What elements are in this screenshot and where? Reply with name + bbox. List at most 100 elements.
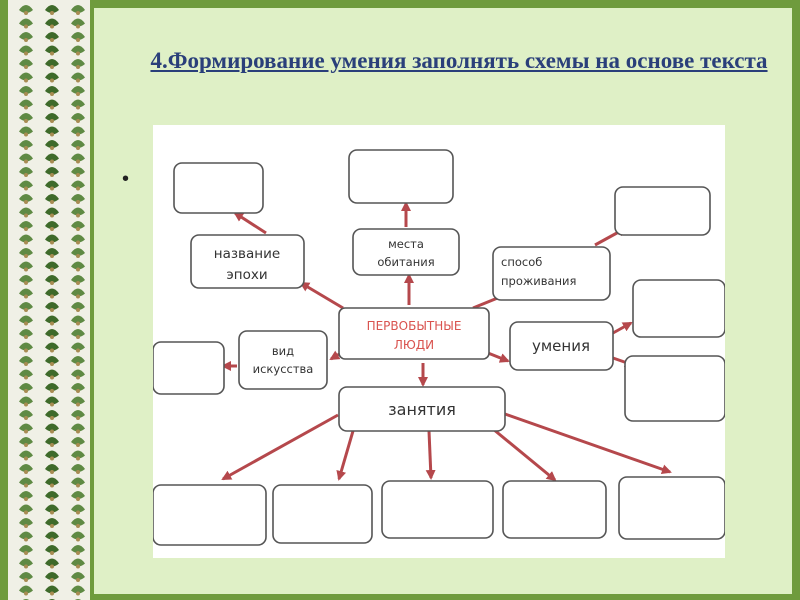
- label-epoch-2: эпохи: [226, 267, 267, 283]
- ornament-motif: [71, 261, 85, 272]
- ornament-motif: [71, 5, 85, 15]
- ornament-motif: [19, 5, 33, 15]
- label-living-1: способ: [501, 255, 542, 269]
- ornament-motif: [71, 342, 85, 353]
- ornament-motif: [71, 423, 85, 434]
- ornament-motif: [19, 86, 33, 96]
- ornament-motif: [45, 383, 59, 393]
- concept-diagram: название эпохи места обитания способ про…: [153, 149, 725, 546]
- ornament-motif: [71, 477, 85, 488]
- ornament-motif: [71, 99, 85, 110]
- ornament-motif: [45, 221, 59, 231]
- ornament-motif: [71, 572, 85, 582]
- ornament-motif: [19, 329, 33, 339]
- ornament-motif: [45, 234, 59, 245]
- ornament-motif: [71, 302, 85, 312]
- empty-box-occupation-2: [272, 484, 373, 544]
- empty-box-occupation-1: [153, 484, 267, 546]
- ornament-motif: [45, 86, 59, 96]
- ornament-motif: [71, 585, 85, 596]
- ornament-motif: [71, 356, 85, 366]
- ornament-motif: [45, 180, 59, 191]
- ornament-motif: [45, 342, 59, 353]
- arrow-skills-to-box1: [612, 321, 633, 335]
- empty-box-art: [153, 341, 225, 395]
- node-habitat: [352, 228, 460, 276]
- arrow-center-to-skills: [487, 351, 510, 363]
- ornament-motif: [19, 126, 33, 137]
- empty-box-occupation-4: [502, 480, 607, 539]
- ornament-motif: [19, 545, 33, 555]
- ornament-motif: [71, 234, 85, 245]
- empty-box-skills-1: [632, 279, 725, 338]
- ornament-pattern: [19, 5, 85, 600]
- ornament-border: [8, 0, 90, 600]
- ornament-motif: [71, 545, 85, 555]
- empty-box-occupation-5: [618, 476, 725, 540]
- ornament-motif: [19, 504, 33, 515]
- diagram-panel: название эпохи места обитания способ про…: [153, 125, 725, 558]
- arrow-epoch-to-box: [233, 211, 267, 235]
- arrow-occupations-to-box2: [336, 430, 355, 481]
- ornament-motif: [19, 153, 33, 164]
- label-center-2: ЛЮДИ: [394, 338, 434, 352]
- ornament-motif: [45, 32, 59, 42]
- ornament-motif: [19, 180, 33, 191]
- ornament-motif: [19, 450, 33, 461]
- ornament-motif: [45, 194, 59, 204]
- ornament-motif: [45, 167, 59, 177]
- label-skills: умения: [532, 337, 590, 355]
- ornament-motif: [71, 45, 85, 56]
- ornament-motif: [45, 140, 59, 150]
- ornament-motif: [19, 410, 33, 420]
- ornament-motif: [71, 180, 85, 191]
- labeled-nodes: [190, 228, 614, 432]
- ornament-motif: [71, 437, 85, 447]
- ornament-motif: [19, 261, 33, 272]
- ornament-motif: [19, 45, 33, 56]
- ornament-motif: [19, 167, 33, 177]
- node-skills: [509, 321, 614, 371]
- ornament-motif: [45, 18, 59, 29]
- ornament-motif: [19, 288, 33, 299]
- ornament-motif: [45, 545, 59, 555]
- label-center-1: ПЕРВОБЫТНЫЕ: [367, 319, 462, 333]
- ornament-motif: [71, 464, 85, 474]
- ornament-motif: [71, 153, 85, 164]
- ornament-motif: [19, 518, 33, 528]
- ornament-motif: [71, 383, 85, 393]
- empty-box-living: [614, 186, 711, 236]
- ornament-motif: [45, 437, 59, 447]
- ornament-motif: [45, 99, 59, 110]
- slide-content: 4.Формирование умения заполнять схемы на…: [94, 8, 792, 594]
- ornament-motif: [19, 140, 33, 150]
- ornament-motif: [19, 99, 33, 110]
- empty-boxes: [153, 149, 725, 546]
- ornament-motif: [45, 5, 59, 15]
- ornament-motif: [45, 585, 59, 596]
- ornament-motif: [19, 369, 33, 380]
- ornament-motif: [45, 207, 59, 218]
- arrow-occupations-to-box5: [504, 412, 672, 475]
- ornament-motif: [45, 423, 59, 434]
- ornament-motif: [71, 59, 85, 69]
- ornament-motif: [45, 410, 59, 420]
- ornament-motif: [45, 518, 59, 528]
- ornament-motif: [71, 126, 85, 137]
- label-art-1: вид: [272, 344, 294, 358]
- label-habitat-2: обитания: [377, 255, 434, 269]
- ornament-motif: [45, 329, 59, 339]
- ornament-motif: [19, 396, 33, 407]
- ornament-motif: [19, 72, 33, 83]
- ornament-motif: [71, 275, 85, 285]
- ornament-motif: [19, 234, 33, 245]
- ornament-motif: [19, 531, 33, 542]
- ornament-motif: [19, 356, 33, 366]
- ornament-motif: [71, 504, 85, 515]
- ornament-motif: [45, 261, 59, 272]
- ornament-motif: [45, 302, 59, 312]
- ornament-motif: [19, 558, 33, 569]
- ornament-motif: [45, 72, 59, 83]
- ornament-motif: [19, 221, 33, 231]
- ornament-motif: [71, 72, 85, 83]
